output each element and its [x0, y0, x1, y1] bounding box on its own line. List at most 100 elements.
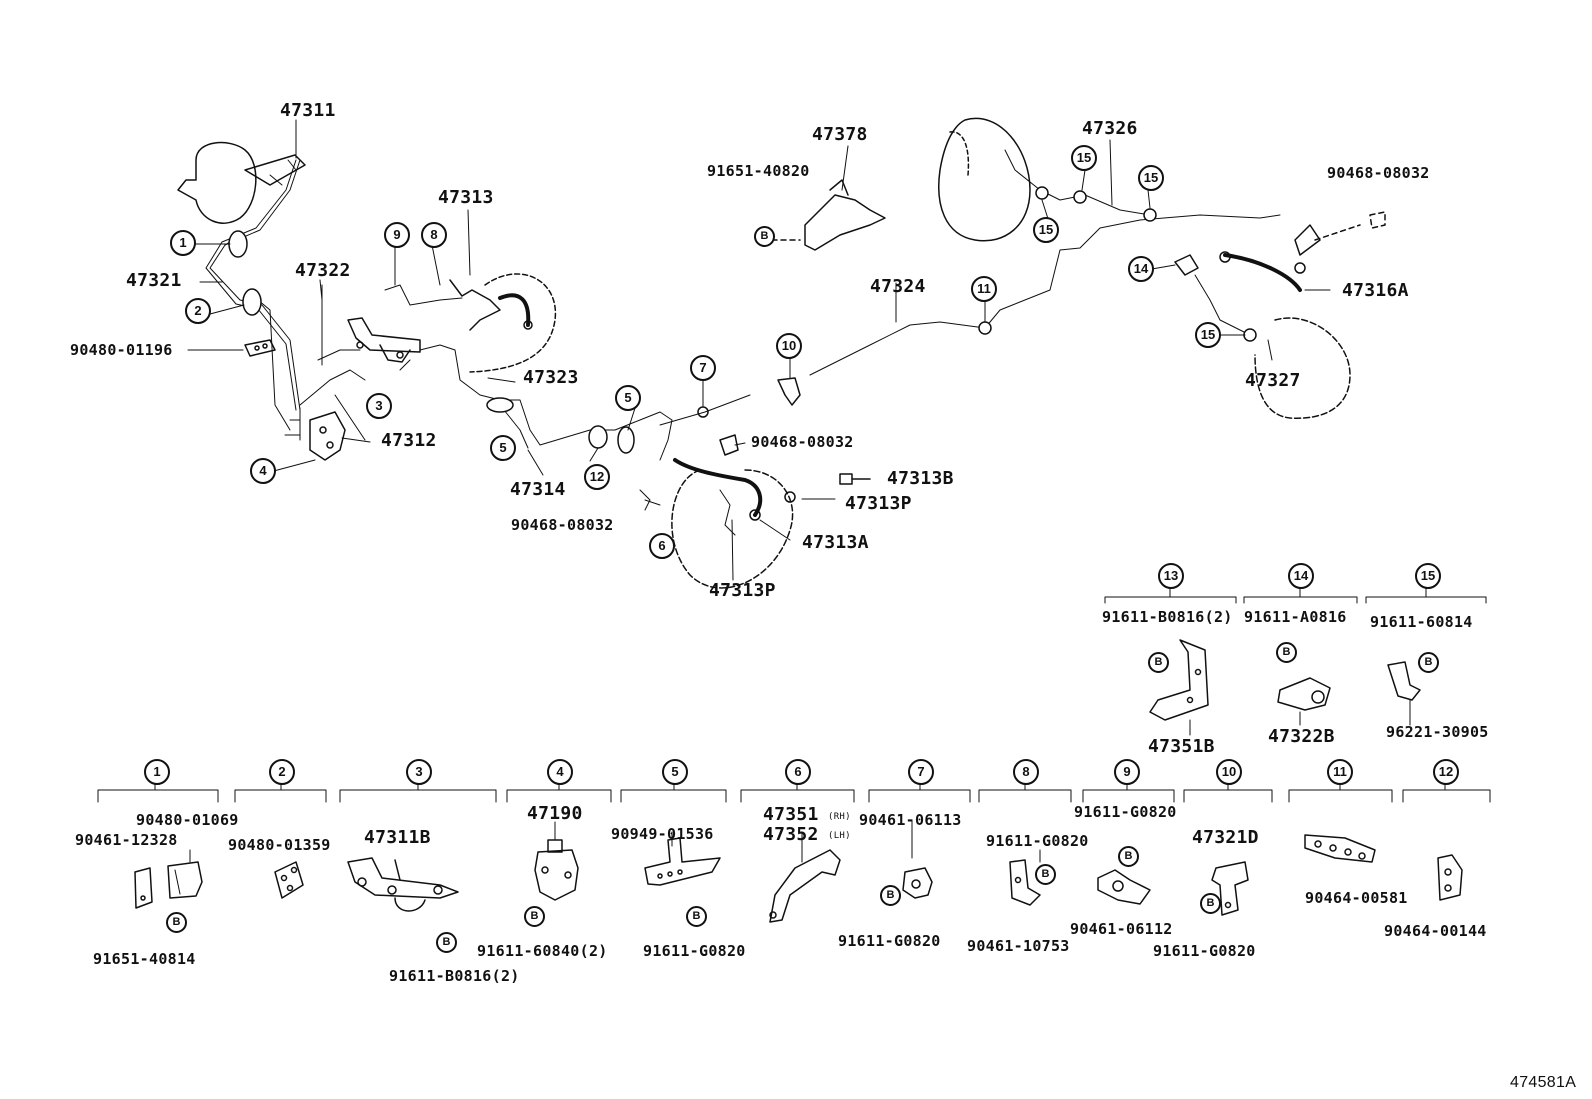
label-47312: 47312 [381, 430, 437, 451]
label-90468-08032-a: 90468-08032 [511, 516, 614, 534]
group-12-number: 12 [1433, 759, 1459, 785]
clamp-12-mark [588, 425, 608, 449]
label-rh: (RH) [828, 812, 851, 822]
part-90461-06112 [1097, 869, 1151, 905]
leader-lines [187, 119, 1331, 581]
label-91611-60814: 91611-60814 [1370, 613, 1473, 631]
group-6-number: 6 [785, 759, 811, 785]
clamp-15-mark-c [1143, 208, 1157, 222]
label-47378: 47378 [812, 124, 868, 145]
part-47322B [1277, 677, 1331, 726]
callout-4: 4 [250, 458, 276, 484]
bolt-mark-1: B [166, 912, 187, 933]
label-47321D: 47321D [1192, 827, 1259, 848]
callout-9: 9 [384, 222, 410, 248]
part-96221-30905 [1387, 661, 1421, 726]
clamp-7-mark [697, 406, 709, 418]
group-1-number: 1 [144, 759, 170, 785]
bolt-mark-15: B [1418, 652, 1439, 673]
clamp-5a-mark [486, 397, 514, 413]
label-47351B: 47351B [1148, 736, 1215, 757]
bolt-mark-9: B [1118, 846, 1139, 867]
label-47313B: 47313B [887, 468, 954, 489]
label-47324: 47324 [870, 276, 926, 297]
label-47311: 47311 [280, 100, 336, 121]
bolt-mark-14: B [1276, 642, 1297, 663]
callout-10: 10 [776, 333, 802, 359]
label-90480-01359: 90480-01359 [228, 836, 331, 854]
label-90461-10753: 90461-10753 [967, 937, 1070, 955]
part-90461-10753 [1009, 849, 1041, 906]
part-90461-12328 [134, 849, 203, 909]
label-91611-60840: 91611-60840(2) [477, 942, 608, 960]
clamp-15-mark-d [1243, 328, 1257, 342]
label-47314: 47314 [510, 479, 566, 500]
label-90480-01069: 90480-01069 [136, 811, 239, 829]
bolt-mark-3: B [436, 932, 457, 953]
label-47313: 47313 [438, 187, 494, 208]
brake-tube-to-10 [659, 394, 751, 426]
label-47321: 47321 [126, 270, 182, 291]
callout-5-b: 5 [615, 385, 641, 411]
label-47316A: 47316A [1342, 280, 1409, 301]
callout-12: 12 [584, 464, 610, 490]
label-90468-08032-b: 90468-08032 [751, 433, 854, 451]
brake-tube-47324 [809, 214, 1281, 376]
label-90461-06112: 90461-06112 [1070, 920, 1173, 938]
label-47313P-a: 47313P [845, 493, 912, 514]
label-47323: 47323 [523, 367, 579, 388]
brake-tube-main-front [384, 284, 673, 461]
bolt-mark-47378: B [754, 226, 775, 247]
label-91611-G0820-7: 91611-G0820 [838, 932, 941, 950]
clamp-11-mark [978, 321, 992, 335]
part-47311B [347, 857, 459, 912]
label-96221-30905: 96221-30905 [1386, 723, 1489, 741]
group-5-number: 5 [662, 759, 688, 785]
clamp-1-mark [228, 230, 248, 258]
bolt-mark-7: B [880, 885, 901, 906]
label-91611-G0820-10: 91611-G0820 [1153, 942, 1256, 960]
bolt-mark-4: B [524, 906, 545, 927]
label-91611-G0820-8: 91611-G0820 [986, 832, 1089, 850]
callout-15-c: 15 [1033, 217, 1059, 243]
clamp-2-mark [242, 288, 262, 316]
group-8-number: 8 [1013, 759, 1039, 785]
rear-brake-drum-right [1254, 317, 1351, 419]
label-90461-12328: 90461-12328 [75, 831, 178, 849]
label-90461-06113: 90461-06113 [859, 811, 962, 829]
label-90949-01536: 90949-01536 [611, 825, 714, 843]
label-91651-40814: 91651-40814 [93, 950, 196, 968]
part-90464-00581 [1304, 834, 1376, 863]
brake-tube-47327 [1194, 274, 1251, 336]
label-91611-G0820-5: 91611-G0820 [643, 942, 746, 960]
callout-15-a: 15 [1071, 145, 1097, 171]
group-13-number: 13 [1158, 563, 1184, 589]
clip-90468-08032-rear [1314, 211, 1386, 241]
front-brake-disc [639, 458, 794, 589]
clamp-15-mark-a [1035, 186, 1049, 200]
brake-tube-47312 [299, 369, 366, 441]
callout-14: 14 [1128, 256, 1154, 282]
label-90464-00144: 90464-00144 [1384, 922, 1487, 940]
clamp-15-mark-b [1073, 190, 1087, 204]
clamp-5b-mark [617, 426, 635, 454]
bracket-3 [347, 317, 421, 363]
brake-tube-47314 [399, 359, 529, 449]
brake-booster [177, 141, 306, 224]
group-11-number: 11 [1327, 759, 1353, 785]
brake-tube-47321 [224, 237, 291, 431]
part-47190 [534, 821, 579, 901]
part-47351-47352 [769, 831, 841, 923]
bolt-mark-5: B [686, 906, 707, 927]
brake-tube-47311 [205, 159, 301, 411]
part-90480-01359 [274, 861, 304, 899]
callout-15-d: 15 [1195, 322, 1221, 348]
label-91611-B0816-13: 91611-B0816(2) [1102, 608, 1233, 626]
label-lh: (LH) [828, 831, 851, 841]
label-91611-A0816: 91611-A0816 [1244, 608, 1347, 626]
brake-hose-47313 [449, 273, 557, 373]
group-3-number: 3 [406, 759, 432, 785]
part-47321D [1211, 861, 1249, 916]
part-90949-01536 [644, 831, 721, 886]
